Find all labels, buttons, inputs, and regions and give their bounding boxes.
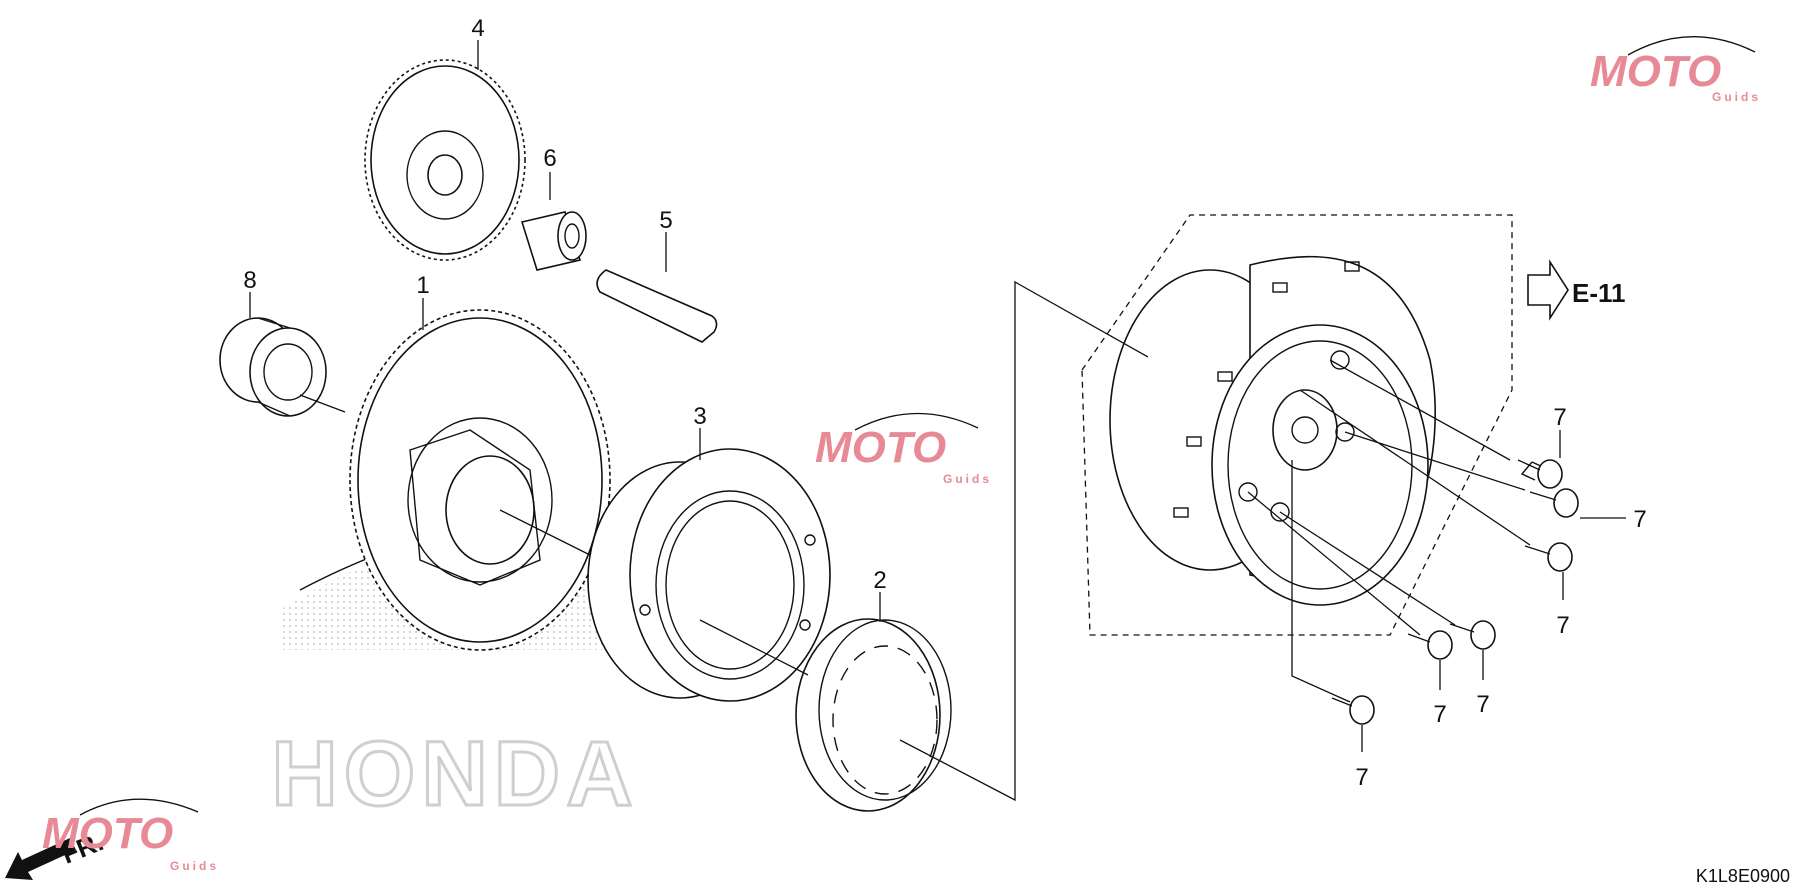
part-1-driven-gear [349, 309, 611, 651]
callout-8: 8 [243, 267, 256, 294]
leader-lines [249, 40, 1626, 802]
watermark-center: MOTO Guids [815, 412, 992, 486]
svg-text:MOTO: MOTO [1590, 47, 1721, 96]
part-2-sprag [795, 618, 952, 812]
svg-text:Guids: Guids [943, 472, 992, 486]
part-5-shaft [596, 269, 718, 343]
callout-3: 3 [693, 403, 706, 430]
svg-text:Guids: Guids [170, 859, 219, 873]
part-3-clutch-outer [587, 448, 831, 702]
part-7-bolts [1331, 459, 1579, 725]
svg-text:MOTO: MOTO [815, 423, 946, 472]
flywheel-rotor [1081, 214, 1513, 636]
part-6-collar [520, 211, 587, 271]
part-8-needle-bearing [219, 317, 327, 417]
honda-brand-text: HONDA [271, 723, 638, 825]
callout-4: 4 [471, 15, 484, 42]
callout-7b: 7 [1633, 506, 1646, 533]
part-4-gear [364, 59, 526, 261]
callout-7c: 7 [1556, 612, 1569, 639]
callout-5: 5 [659, 207, 672, 234]
callout-7a: 7 [1553, 404, 1566, 431]
watermark-bottom-left: MOTO Guids [42, 798, 219, 873]
diagram-code: K1L8E0900 [1696, 866, 1790, 886]
watermark-top-right: MOTO Guids [1590, 36, 1761, 104]
callout-7e: 7 [1433, 701, 1446, 728]
callout-2: 2 [873, 567, 886, 594]
callout-7f: 7 [1355, 764, 1368, 791]
callout-6: 6 [543, 145, 556, 172]
reference-e11: E-11 [1527, 259, 1626, 321]
reference-label: E-11 [1572, 278, 1626, 308]
svg-text:MOTO: MOTO [42, 809, 173, 858]
svg-text:Guids: Guids [1712, 90, 1761, 104]
callout-1: 1 [416, 272, 429, 299]
callout-7d: 7 [1476, 691, 1489, 718]
